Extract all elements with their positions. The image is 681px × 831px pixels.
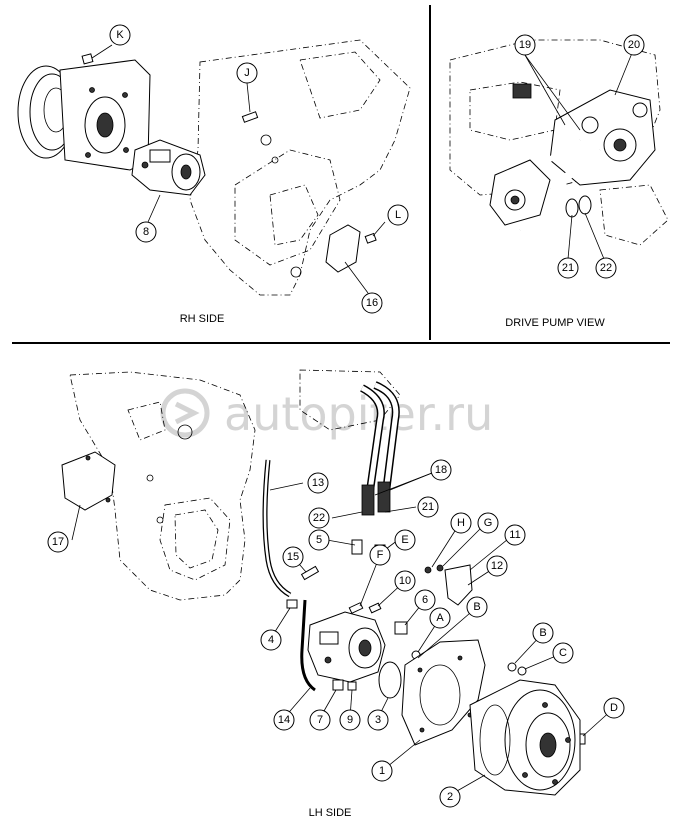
callout-circle-lh-15 — [414, 589, 436, 611]
callout-circle-lh-12 — [486, 555, 508, 577]
lh-side-title: LH SIDE — [309, 807, 352, 819]
callout-label-lh-14: 4 — [268, 634, 274, 646]
callout-circle-lh-25 — [371, 760, 393, 782]
callout-label-pump-1: 20 — [628, 39, 640, 51]
drive-pump-view-title: DRIVE PUMP VIEW — [505, 317, 605, 329]
rh-leader-lines — [91, 44, 386, 294]
callout-label-lh-25: 1 — [379, 765, 385, 777]
callout-circle-lh-23 — [367, 709, 389, 731]
callout-circle-lh-24 — [603, 697, 625, 719]
callout-label-lh-5: 5 — [316, 534, 322, 546]
callout-label-lh-6: E — [401, 534, 408, 546]
callout-label-lh-19: C — [559, 647, 567, 659]
callout-label-rh-4: 16 — [366, 297, 378, 309]
callout-label-lh-26: 2 — [447, 791, 453, 803]
rh-side-title: RH SIDE — [180, 313, 225, 325]
callout-circle-lh-14 — [260, 629, 282, 651]
lh-side-illustration — [61, 369, 586, 796]
callout-label-lh-13: 10 — [399, 575, 411, 587]
callout-circle-lh-13 — [394, 570, 416, 592]
callout-circle-pump-1 — [623, 34, 645, 56]
callout-circle-lh-7 — [450, 512, 472, 534]
callout-label-rh-0: K — [116, 29, 124, 41]
rh-side-illustration — [17, 39, 411, 296]
callout-circle-rh-0 — [109, 24, 131, 46]
callout-circle-pump-3 — [595, 257, 617, 279]
callout-circle-lh-0 — [430, 459, 452, 481]
callout-label-lh-0: 18 — [435, 464, 447, 476]
callout-label-pump-0: 19 — [519, 39, 531, 51]
callout-circle-pump-0 — [514, 34, 536, 56]
callout-label-lh-18: B — [539, 627, 546, 639]
callout-circle-lh-17 — [466, 596, 488, 618]
callout-circle-lh-16 — [429, 607, 451, 629]
callout-circle-pump-2 — [557, 257, 579, 279]
watermark-text: autopiter.ru — [224, 387, 493, 441]
callout-label-lh-21: 7 — [317, 714, 323, 726]
callout-label-lh-4: 17 — [52, 536, 64, 548]
callout-circle-rh-2 — [135, 221, 157, 243]
callout-label-lh-11: F — [377, 549, 384, 561]
callout-circle-rh-3 — [387, 204, 409, 226]
callout-circle-lh-20 — [273, 709, 295, 731]
drive-pump-illustration — [449, 39, 669, 246]
callout-circle-lh-22 — [339, 709, 361, 731]
callout-circle-lh-5 — [308, 529, 330, 551]
callout-circle-lh-4 — [47, 531, 69, 553]
callout-label-pump-2: 21 — [562, 262, 574, 274]
callout-circle-lh-9 — [504, 524, 526, 546]
callout-circle-lh-1 — [308, 507, 330, 529]
callout-circle-lh-8 — [477, 512, 499, 534]
callout-label-lh-7: H — [457, 517, 465, 529]
callout-label-pump-3: 22 — [600, 262, 612, 274]
callout-circle-lh-26 — [439, 786, 461, 808]
callout-circle-lh-19 — [552, 642, 574, 664]
callout-label-rh-2: 8 — [143, 226, 149, 238]
callout-label-lh-23: 3 — [375, 714, 381, 726]
callout-circle-lh-11 — [369, 544, 391, 566]
callout-label-lh-12: 12 — [491, 560, 503, 572]
callout-label-lh-15: 6 — [422, 594, 428, 606]
pump-leader-lines — [524, 52, 633, 260]
callout-circle-lh-2 — [417, 496, 439, 518]
callout-label-lh-8: G — [484, 517, 493, 529]
callout-label-lh-22: 9 — [347, 714, 353, 726]
callout-circle-rh-4 — [361, 292, 383, 314]
callout-label-lh-17: B — [473, 601, 480, 613]
callout-label-lh-1: 22 — [313, 512, 325, 524]
callout-label-lh-2: 21 — [422, 501, 434, 513]
callout-label-lh-16: A — [436, 612, 444, 624]
callout-circle-lh-6 — [394, 529, 416, 551]
callout-label-lh-10: 15 — [287, 551, 299, 563]
callout-label-lh-3: 13 — [312, 477, 324, 489]
callout-label-rh-1: J — [244, 67, 250, 79]
callout-label-lh-24: D — [610, 702, 618, 714]
callout-circle-lh-3 — [307, 472, 329, 494]
callout-label-lh-20: 14 — [278, 714, 290, 726]
callout-label-lh-9: 11 — [509, 529, 520, 541]
callout-circle-lh-21 — [309, 709, 331, 731]
callout-label-rh-3: L — [395, 209, 401, 221]
watermark: autopiter.ru — [160, 387, 493, 441]
callout-circle-lh-18 — [532, 622, 554, 644]
callout-circle-rh-1 — [236, 62, 258, 84]
callout-circle-lh-10 — [282, 546, 304, 568]
